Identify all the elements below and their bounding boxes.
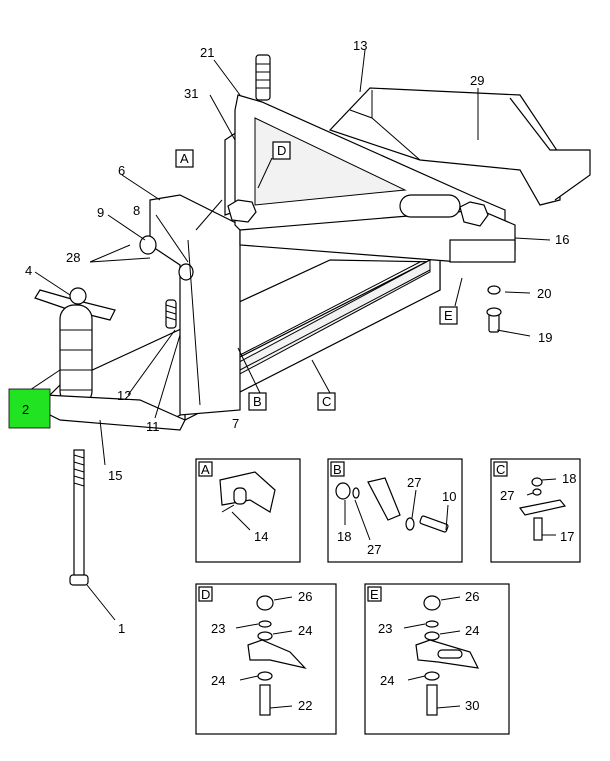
view-label-c: C: [322, 394, 331, 409]
inset-b-part-27-a: 27: [367, 542, 381, 557]
callout-20: 20: [537, 286, 551, 301]
main-assembly: [29, 49, 591, 621]
callout-19: 19: [538, 330, 552, 345]
callout-11: 11: [146, 419, 160, 434]
inset-d-part-23: 23: [211, 621, 225, 636]
inset-a-title: A: [201, 462, 210, 477]
inset-e-part-26: 26: [465, 589, 479, 604]
inset-e-part-24-b: 24: [380, 673, 394, 688]
inset-d-part-24-b: 24: [211, 673, 225, 688]
callout-8: 8: [133, 203, 140, 218]
callout-29: 29: [470, 73, 484, 88]
callout-7: 7: [232, 416, 239, 431]
inset-b-part-18: 18: [337, 529, 351, 544]
inset-e-title: E: [370, 587, 379, 602]
callout-12: 12: [117, 388, 131, 403]
inset-b-part-10: 10: [442, 489, 456, 504]
view-label-a: A: [180, 151, 189, 166]
view-labels: A D E B C: [175, 141, 458, 411]
inset-d-part-26: 26: [298, 589, 312, 604]
callout-13: 13: [353, 38, 367, 53]
inset-a-part-14: 14: [254, 529, 268, 544]
view-label-b: B: [253, 394, 262, 409]
inset-d-part-24-a: 24: [298, 623, 312, 638]
inset-c-part-17: 17: [560, 529, 574, 544]
inset-b: B 18 27 27 10: [327, 458, 463, 563]
inset-e-part-30: 30: [465, 698, 479, 713]
inset-d-title: D: [201, 587, 210, 602]
callout-9: 9: [97, 205, 104, 220]
inset-d: D 26 23 24 24 22: [195, 583, 337, 735]
inset-e: E 26 23 24 24 30: [364, 583, 510, 735]
callout-1: 1: [118, 621, 125, 636]
callout-21: 21: [200, 45, 214, 60]
callout-4: 4: [25, 263, 32, 278]
inset-c-part-18: 18: [562, 471, 576, 486]
inset-a: A 14: [195, 458, 301, 563]
callout-6: 6: [118, 163, 125, 178]
part-2-highlight[interactable]: [8, 388, 51, 429]
inset-b-part-27-b: 27: [407, 475, 421, 490]
inset-e-part-23: 23: [378, 621, 392, 636]
inset-d-part-22: 22: [298, 698, 312, 713]
inset-c-title: C: [496, 462, 505, 477]
callout-2: 2: [22, 402, 29, 417]
callout-labels: 1 2 4 6 7 8 9 11 12 13 15 16 19 20 21 28…: [22, 38, 569, 636]
inset-c: C 18 27 17: [490, 458, 581, 563]
inset-b-title: B: [333, 462, 342, 477]
inset-c-part-27: 27: [500, 488, 514, 503]
callout-16: 16: [555, 232, 569, 247]
view-label-d: D: [277, 143, 286, 158]
callout-28: 28: [66, 250, 80, 265]
callout-15: 15: [108, 468, 122, 483]
view-label-e: E: [444, 308, 453, 323]
callout-31: 31: [184, 86, 198, 101]
inset-e-part-24-a: 24: [465, 623, 479, 638]
